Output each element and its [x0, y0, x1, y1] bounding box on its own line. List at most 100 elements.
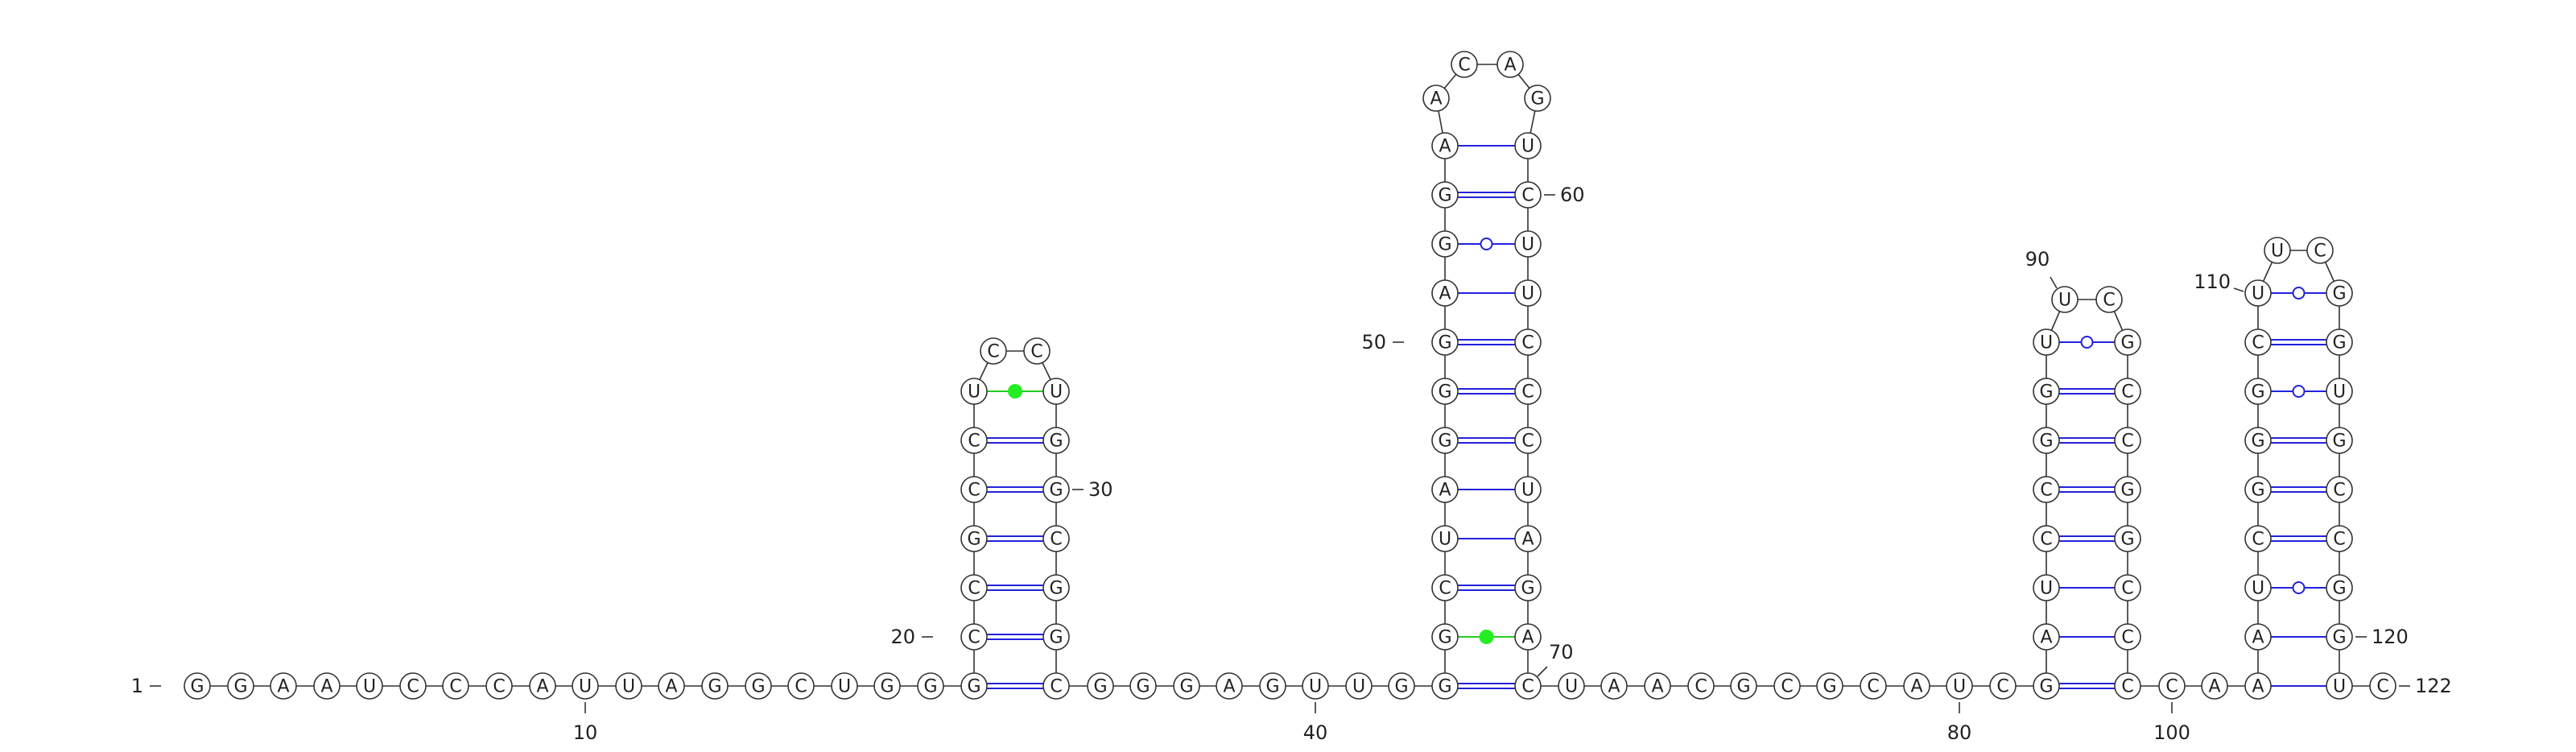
nucleotide-35: G	[1087, 672, 1114, 700]
nucleotide-letter: G	[2332, 333, 2346, 353]
nucleotide-letter: A	[2040, 628, 2052, 648]
nucleotide-50: G	[1431, 328, 1459, 356]
nucleotide-17: G	[873, 672, 901, 700]
nucleotide-circle	[873, 672, 901, 700]
position-label-120: 120	[2355, 626, 2409, 648]
nucleotide-43: G	[1431, 672, 1459, 700]
nucleotide-circle	[960, 378, 988, 405]
position-number: 30	[1088, 478, 1113, 501]
position-label-30: 30	[1072, 478, 1113, 501]
nucleotide-34: C	[1042, 672, 1070, 700]
nucleotide-circle	[745, 672, 772, 700]
wobble-pair-marker	[2292, 385, 2306, 398]
nucleotide-letter: U	[1521, 235, 1534, 255]
nucleotide-115: U	[2326, 378, 2353, 405]
position-label-20: 20	[890, 626, 933, 648]
nucleotide-2: G	[227, 672, 254, 700]
nucleotide-letter: G	[880, 677, 894, 697]
position-label-100: 100	[2153, 702, 2190, 744]
nucleotide-circle	[1687, 672, 1715, 700]
nucleotide-114: G	[2326, 328, 2353, 356]
nucleotide-letter: C	[1867, 677, 1879, 697]
position-label-50: 50	[1361, 331, 1404, 353]
nucleotide-circle	[227, 672, 254, 700]
nucleotide-circle	[1042, 672, 1070, 700]
nucleotide-circle	[1514, 574, 1542, 601]
nucleotide-117: C	[2326, 476, 2353, 503]
nucleotide-circle	[2114, 476, 2141, 503]
nucleotide-47: A	[1431, 476, 1459, 503]
nucleotide-113: G	[2326, 279, 2353, 307]
nucleotide-letter: C	[2121, 628, 2133, 648]
nucleotide-52: G	[1431, 230, 1459, 258]
nucleotide-88: G	[2033, 378, 2060, 405]
nucleotide-circle	[1514, 279, 1542, 307]
nucleotide-letter: G	[2251, 432, 2264, 452]
nucleotide-circle	[2033, 574, 2060, 601]
nucleotide-circle	[1173, 672, 1200, 700]
nucleotide-101: A	[2201, 672, 2228, 700]
nucleotide-16: U	[831, 672, 858, 700]
nucleotide-circle	[1431, 623, 1459, 651]
nucleotide-letter: G	[708, 677, 721, 697]
nucleotide-letter: A	[1521, 530, 1534, 550]
nucleotide-45: C	[1431, 574, 1459, 601]
nucleotide-circle	[1644, 672, 1671, 700]
nucleotide-31: C	[1042, 525, 1070, 552]
nucleotide-circle	[1773, 672, 1801, 700]
nucleotide-8: C	[485, 672, 513, 700]
nucleotide-letter: U	[968, 382, 980, 403]
position-number: 40	[1303, 721, 1328, 744]
nucleotide-letter: C	[795, 677, 807, 697]
position-label-110: 110	[2194, 271, 2244, 293]
nucleotide-32: G	[1042, 574, 1070, 601]
nucleotide-circle	[2114, 574, 2141, 601]
nucleotide-letter: A	[1504, 56, 1516, 76]
nucleotide-circle	[572, 672, 599, 700]
nucleotide-85: C	[2033, 525, 2060, 552]
nucleotide-circle	[2326, 476, 2353, 503]
nucleotide-65: C	[1514, 427, 1542, 454]
nucleotide-letter: G	[967, 530, 980, 550]
position-label-70: 70	[1537, 641, 1574, 677]
nucleotide-letter: U	[2252, 284, 2264, 304]
nucleotide-letter: G	[1438, 382, 1451, 403]
nucleotide-letter: C	[407, 677, 419, 697]
nucleotide-49: G	[1431, 378, 1459, 405]
nucleotide-51: A	[1431, 279, 1459, 307]
nucleotide-100: C	[2158, 672, 2186, 700]
nucleotide-letter: G	[1049, 481, 1063, 501]
nucleotide-letter: C	[2376, 677, 2388, 697]
nucleotide-letter: U	[363, 677, 376, 697]
nucleotide-circle	[1087, 672, 1114, 700]
position-tick	[2050, 276, 2058, 289]
nucleotide-circle	[1730, 672, 1757, 700]
nucleotide-letter: C	[2121, 382, 2133, 403]
nucleotide-letter: G	[1049, 579, 1063, 599]
nucleotide-letter: C	[1521, 333, 1534, 353]
nucleotide-96: G	[2114, 525, 2141, 552]
position-label-90: 90	[2025, 248, 2058, 289]
nucleotide-circle	[2033, 476, 2060, 503]
nucleotide-circle	[2326, 672, 2353, 700]
nucleotide-circle	[658, 672, 685, 700]
nucleotide-circle	[1042, 427, 1070, 454]
nucleotide-letter: U	[838, 677, 851, 697]
position-number: 1	[131, 675, 143, 697]
nucleotide-64: C	[1514, 378, 1542, 405]
nucleotide-letter: U	[2271, 242, 2284, 262]
nucleotide-letter: G	[2332, 284, 2346, 304]
nucleotide-letter: G	[2039, 432, 2053, 452]
nucleotide-circle	[960, 476, 988, 503]
nucleotide-letter: C	[2333, 530, 2345, 550]
nucleotide-circle	[2244, 672, 2272, 700]
nucleotide-121: U	[2326, 672, 2353, 700]
nucleotide-letter: U	[622, 677, 635, 697]
nucleotide-circle	[2244, 525, 2272, 552]
nucleotide-108: G	[2244, 378, 2272, 405]
nucleotide-letter: G	[1438, 677, 1451, 697]
nucleotide-letter: C	[1521, 186, 1534, 206]
nucleotide-letter: A	[1651, 677, 1663, 697]
nucleotide-95: G	[2114, 476, 2141, 503]
nucleotide-41: U	[1345, 672, 1373, 700]
